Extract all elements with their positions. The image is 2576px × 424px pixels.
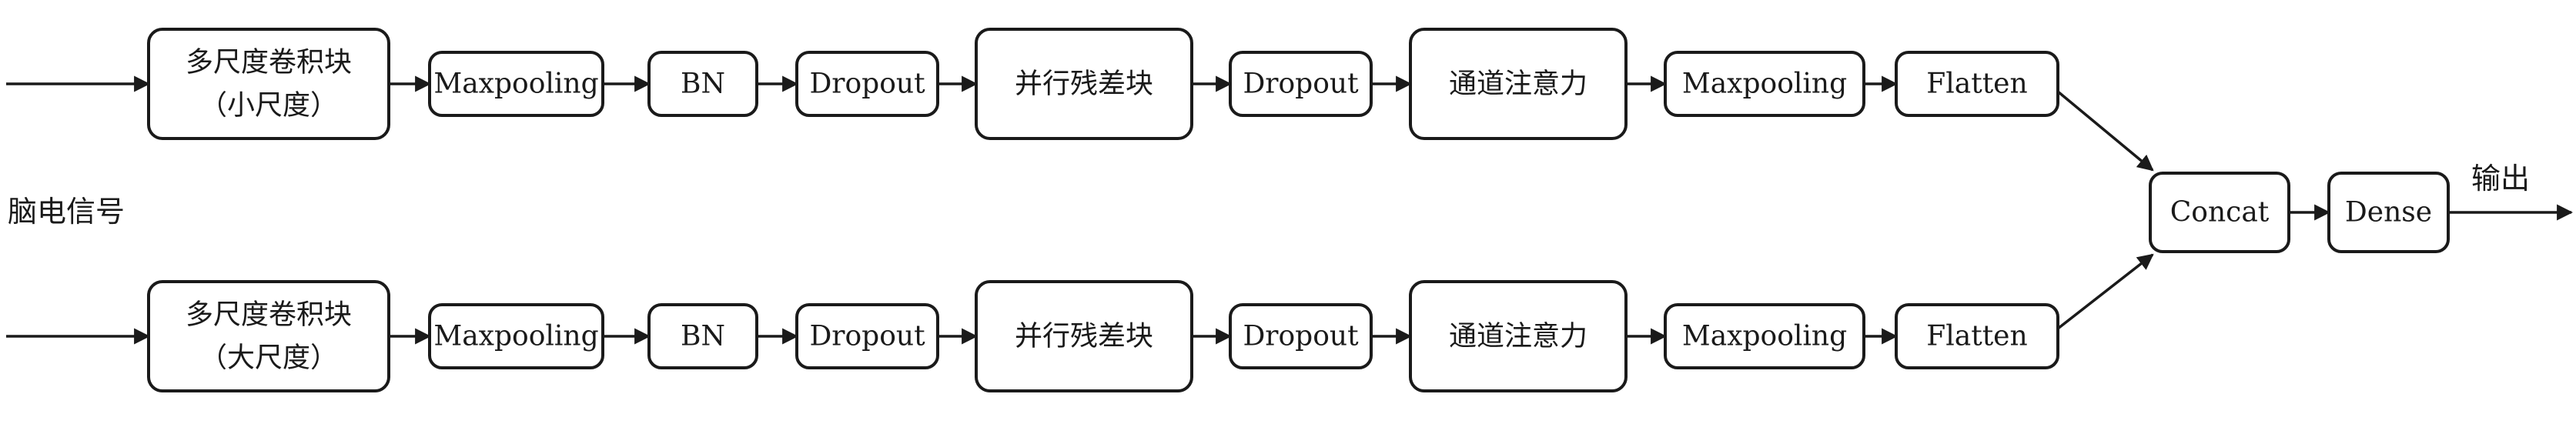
large-scale-dropout1-block-text: Dropout xyxy=(809,321,925,352)
small-scale-flatten-block-text: Flatten xyxy=(1926,68,2027,100)
flatten-to-concat-top xyxy=(2056,90,2154,172)
small-scale-bn-block xyxy=(647,51,758,117)
small-scale-msconv-block xyxy=(147,28,390,140)
small-scale-maxpool2-block xyxy=(1664,51,1865,117)
small-scale-msconv-block-text: 多尺度卷积块 xyxy=(186,47,352,78)
small-scale-parallel-res-block xyxy=(975,28,1193,140)
connector-lines xyxy=(6,75,2574,345)
concat-block-text: Concat xyxy=(2170,197,2270,229)
large-scale-parallel-res-block-text: 并行残差块 xyxy=(1015,321,1153,352)
large-scale-maxpool1-block xyxy=(428,303,604,369)
small-scale-dropout2-block-text: Dropout xyxy=(1243,68,1359,100)
large-scale-channel-attn-block-text: 通道注意力 xyxy=(1449,321,1587,352)
large-scale-parallel-res-block xyxy=(975,280,1193,392)
large-scale-bn-block xyxy=(647,303,758,369)
dense-block xyxy=(2327,172,2450,253)
small-scale-msconv-block-text: （小尺度） xyxy=(199,89,338,121)
dense-block-text: Dense xyxy=(2345,197,2432,229)
large-scale-bn-block-text: BN xyxy=(681,321,725,352)
small-scale-flatten-block xyxy=(1895,51,2059,117)
large-scale-flatten-block xyxy=(1895,303,2059,369)
large-scale-dropout2-block xyxy=(1229,303,1373,369)
large-scale-maxpool1-block-text: Maxpooling xyxy=(433,321,598,352)
small-scale-parallel-res-block-text: 并行残差块 xyxy=(1015,68,1153,100)
large-scale-dropout2-block-text: Dropout xyxy=(1243,321,1359,352)
small-scale-channel-attn-block xyxy=(1409,28,1628,140)
small-scale-dropout1-block xyxy=(795,51,939,117)
small-scale-maxpool1-block-text: Maxpooling xyxy=(433,68,598,100)
concat-block xyxy=(2149,172,2290,253)
large-scale-maxpool2-block-text: Maxpooling xyxy=(1682,321,1847,352)
large-scale-channel-attn-block xyxy=(1409,280,1628,392)
large-scale-dropout1-block xyxy=(795,303,939,369)
small-scale-maxpool2-block-text: Maxpooling xyxy=(1682,68,1847,100)
large-scale-msconv-block xyxy=(147,280,390,392)
small-scale-channel-attn-block-text: 通道注意力 xyxy=(1449,68,1587,100)
large-scale-msconv-block-text: （大尺度） xyxy=(199,342,338,373)
small-scale-maxpool1-block xyxy=(428,51,604,117)
flatten-to-concat-bottom xyxy=(2056,253,2154,330)
small-scale-bn-block-text: BN xyxy=(681,68,725,100)
output-label: 输出 xyxy=(2471,162,2530,195)
large-scale-msconv-block-text: 多尺度卷积块 xyxy=(186,299,352,331)
small-scale-dropout2-block xyxy=(1229,51,1373,117)
large-scale-maxpool2-block xyxy=(1664,303,1865,369)
small-scale-dropout1-block-text: Dropout xyxy=(809,68,925,100)
large-scale-flatten-block-text: Flatten xyxy=(1926,321,2027,352)
input-label: 脑电信号 xyxy=(8,195,125,229)
